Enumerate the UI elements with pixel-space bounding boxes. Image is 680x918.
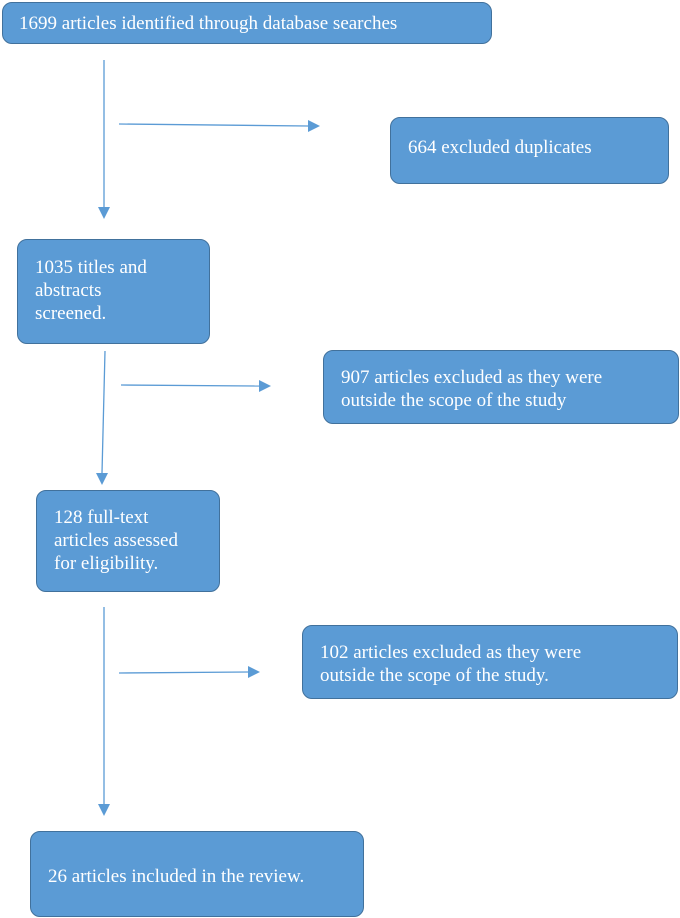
- arrowhead-down: [98, 804, 110, 816]
- arrow-to-duplicates: [118, 123, 309, 127]
- arrow-to-excluded-2: [118, 671, 249, 674]
- arrow-to-excluded-1: [120, 384, 260, 387]
- arrowhead-down: [96, 473, 108, 485]
- screened-box: 1035 titles and abstracts screened.: [17, 239, 210, 344]
- excluded-scope-box-2: 102 articles excluded as they were outsi…: [302, 625, 678, 699]
- arrow-screen-to-fulltext: [101, 350, 106, 474]
- arrowhead-right: [248, 666, 260, 678]
- arrowhead-right: [259, 380, 271, 392]
- identified-box: 1699 articles identified through databas…: [2, 2, 492, 44]
- excluded-scope-box-1: 907 articles excluded as they were outsi…: [323, 350, 679, 424]
- duplicates-excluded-box: 664 excluded duplicates: [390, 117, 669, 184]
- arrowhead-right: [308, 120, 320, 132]
- full-text-box: 128 full-text articles assessed for elig…: [36, 490, 220, 592]
- included-box: 26 articles included in the review.: [30, 831, 364, 917]
- arrowhead-down: [98, 207, 110, 219]
